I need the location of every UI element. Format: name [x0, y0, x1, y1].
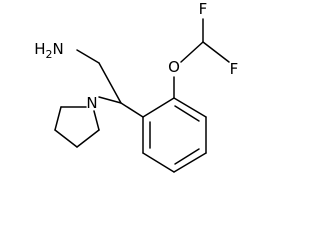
bond-ch-n [98, 96, 122, 104]
bond-o-chf2 [180, 41, 204, 63]
bond-n-ch2 [76, 49, 100, 64]
ethylamine-chain [76, 49, 122, 104]
bond-c5-n [93, 110, 100, 131]
fluorine-right-label: F [230, 60, 239, 78]
fluorine-upper-label: F [199, 0, 208, 18]
bond-c2-c3-inner [174, 105, 200, 122]
ether-oxygen-label: O [168, 58, 180, 76]
bond-ch2-ch [98, 62, 122, 104]
benzene-ring [120, 97, 207, 173]
chemical-structure-diagram: H2N N O F F [34, 0, 239, 173]
bond-c1-c2 [142, 97, 175, 118]
bond-c3-c4 [54, 129, 78, 148]
bond-ch-aryl [120, 102, 144, 118]
bond-c-f-right [202, 41, 230, 63]
bond-c2-c3 [173, 97, 207, 118]
pyrrolidine-ring [54, 96, 122, 148]
amine-label: H2N [34, 40, 64, 61]
bond-c4-c5 [76, 129, 100, 148]
difluoromethoxy-group [173, 18, 230, 99]
bond-c4-c5-inner [174, 148, 200, 165]
pyrrolidine-nitrogen-label: N [86, 94, 97, 112]
bond-c4-c5 [173, 152, 207, 173]
bond-c5-c6 [142, 152, 175, 173]
bond-c2-c3 [54, 106, 62, 131]
